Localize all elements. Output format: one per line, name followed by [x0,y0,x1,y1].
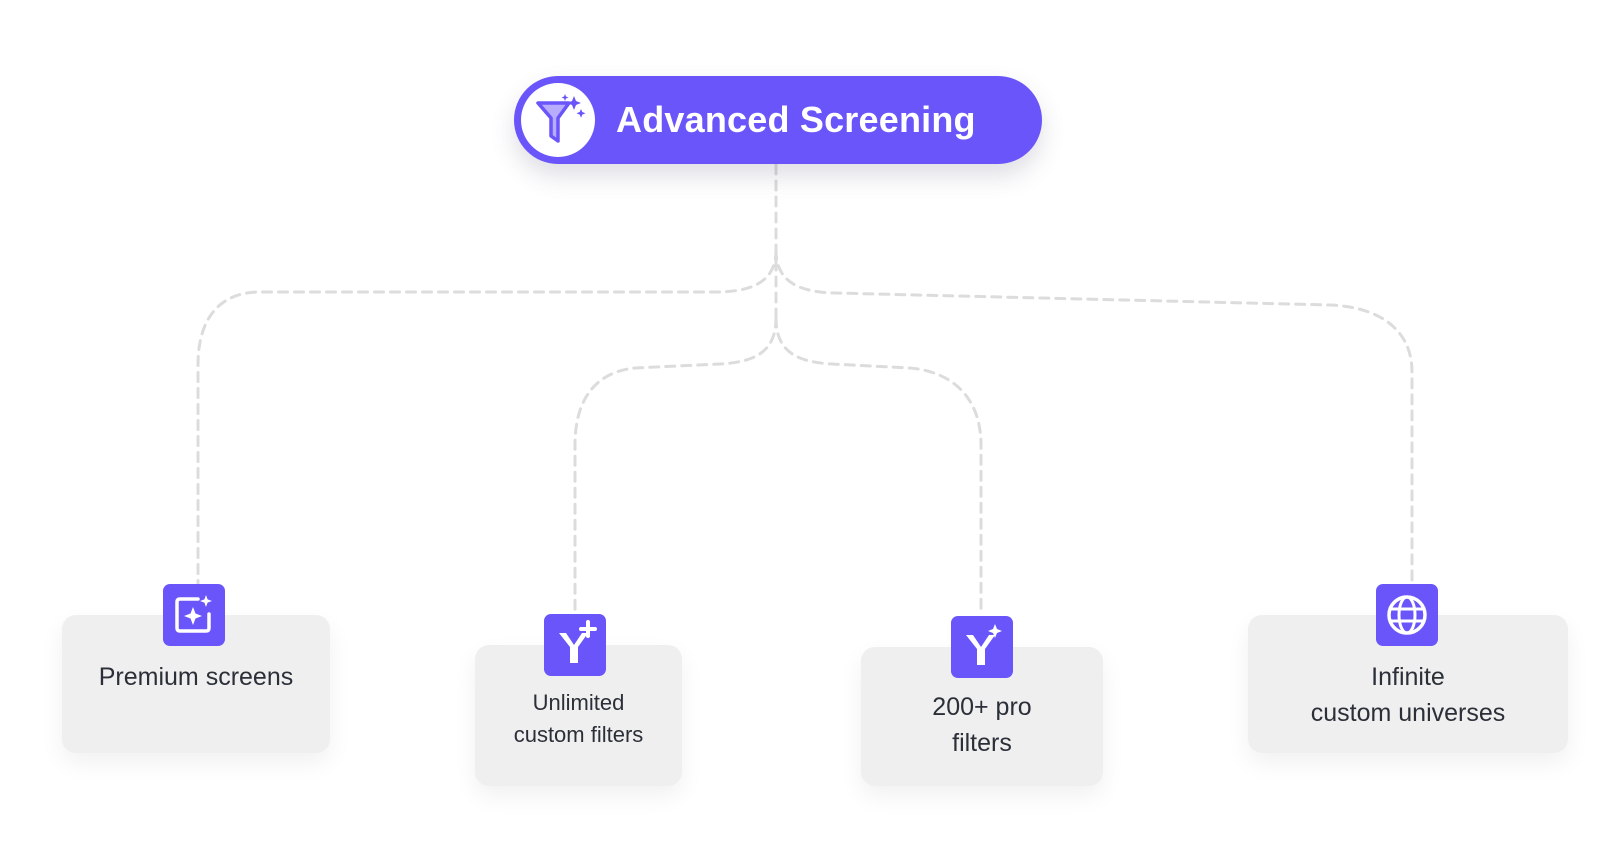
card-label-premium-screens: Premium screens [98,663,294,691]
funnel-sparkle-icon [536,94,586,143]
connector-premium [196,248,778,585]
connector-pro [774,316,983,617]
filter-sparkle-icon [951,616,1013,678]
card-label-unlimited-custom-filters: Unlimited custom filters [513,690,644,747]
globe-icon [1376,584,1438,646]
connector-unlimited [573,316,778,615]
card-label-infinite-custom-universes: Infinite custom universes [1310,663,1506,727]
filter-plus-icon [544,614,606,676]
root-title: Advanced Screening [616,99,976,140]
sparkle-screen-icon [163,584,225,646]
connector-universe [774,248,1414,585]
card-label-pro-filters: 200+ pro filters [932,693,1032,757]
root-icon-circle [521,83,595,157]
advanced-screening-node[interactable]: Advanced Screening [514,76,1042,164]
